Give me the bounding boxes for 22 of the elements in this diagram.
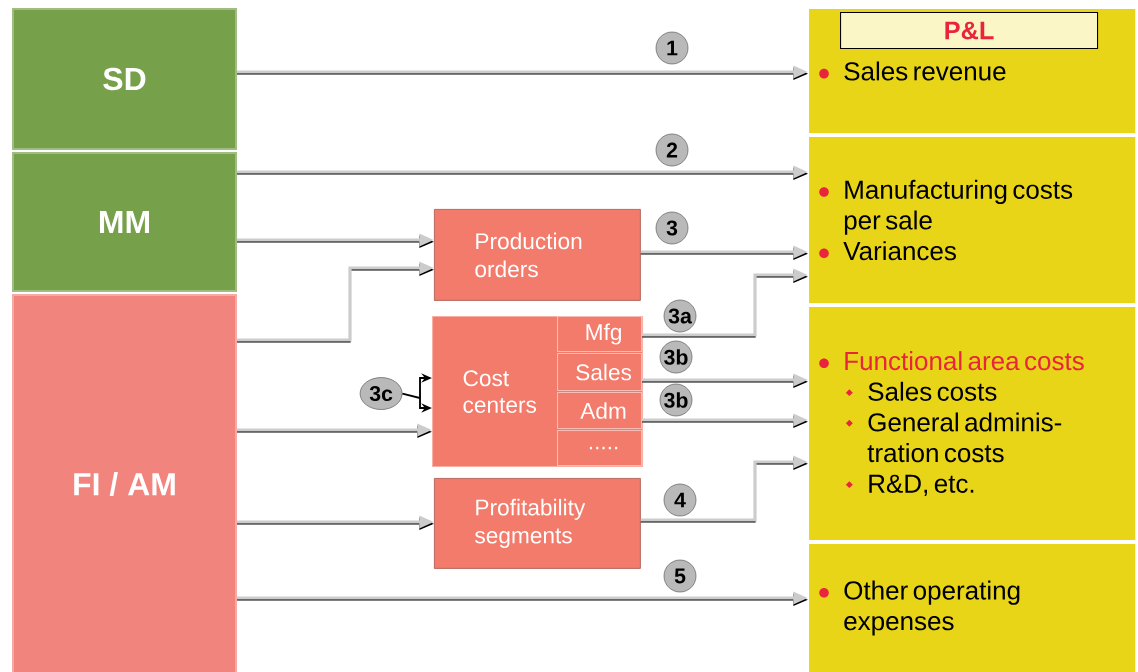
number-badge: 1 [655,31,689,65]
module-box: MM [12,152,237,292]
table-cell: Sales [557,353,643,392]
table-cell: ..... [557,430,643,467]
process-box: Production orders [434,209,641,301]
statement-section: Other operating expenses [808,543,1137,672]
number-badge: 3b [659,383,693,417]
number-badge: 3c [359,377,403,410]
number-badge: 3a [663,299,697,333]
number-badge: 5 [663,559,697,593]
table-cell: Mfg [557,316,643,353]
statement-section: Functional area costs Sales costs General adminis- tration costs R&D, etc. [808,306,1137,542]
number-badge: 2 [655,133,689,167]
number-badge: 4 [663,483,697,517]
number-badge: 3 [655,211,689,245]
statement-section: Manufacturing costs per sale Variances [808,136,1137,305]
number-badge: 3b [659,340,693,374]
table-cell: Adm [557,392,643,430]
process-box: Profitability segments [434,478,641,569]
header-box: P&L [840,12,1099,50]
module-box: SD [12,8,237,150]
module-box: FI / AM [12,294,237,672]
